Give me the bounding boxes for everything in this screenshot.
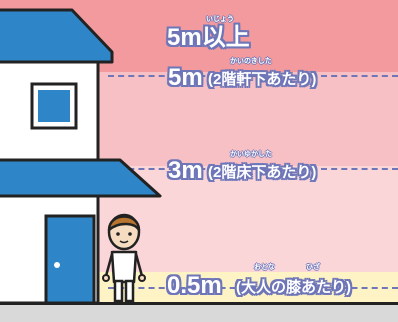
label-3m: 3m [168,157,203,184]
ruby-otona: おとな [254,263,275,271]
label-above-5m: 5m以上 [167,24,250,51]
ruby-kainokishita: かいのきした [230,57,272,65]
ruby-ijou: いじょう [206,15,234,23]
ruby-hiza: ひざ [306,263,320,271]
label-0-5m: 0.5m [167,272,222,299]
label-3m-note: (2階床下あたり) [208,164,317,181]
label-5m-note: (2階軒下あたり) [208,71,317,88]
line-0-5m [108,287,398,289]
ruby-kaiyukashita: かいゆかした [230,150,272,158]
label-5m: 5m [168,64,203,91]
label-0-5m-note: (大人の膝あたり) [236,279,351,296]
line-3m [108,168,398,170]
ground [0,302,398,322]
line-5m [108,75,398,77]
